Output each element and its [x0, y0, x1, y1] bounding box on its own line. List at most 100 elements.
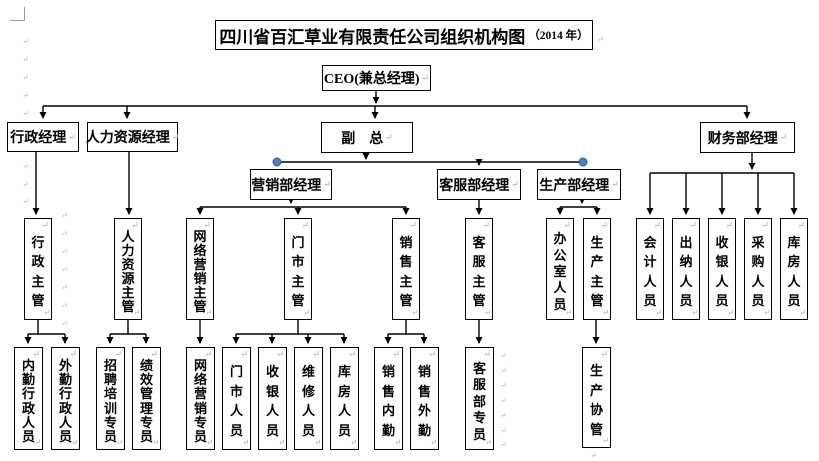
connector-vp-branch [273, 152, 587, 166]
org-node-finance-manager[interactable]: 财务部经理↵ [700, 122, 795, 153]
paragraph-mark-icon: ↵ [511, 179, 519, 189]
paragraph-mark-icon: ↵ [242, 438, 249, 447]
org-node-label: 门市人员 [229, 363, 243, 439]
paragraph-mark-icon: ↵ [385, 132, 393, 142]
paragraph-mark-icon: ↵ [22, 37, 29, 46]
paragraph-mark-icon: ↵ [563, 220, 571, 230]
org-node-cashier-staff[interactable]: ↵出纳人员↵ [672, 218, 700, 320]
paragraph-mark-icon: ↵ [483, 349, 491, 359]
org-node-label: 生产部经理 [539, 178, 610, 194]
connector-finance-branch [646, 153, 798, 215]
org-node-store-supervisor[interactable]: ↵门市主管↵ [284, 218, 312, 320]
org-node-performance-specialist[interactable]: ↵绩效管理专员↵ [132, 347, 161, 450]
paragraph-mark-icon: ↵ [428, 349, 436, 359]
org-node-service-specialist[interactable]: ↵客服部专员↵ [465, 347, 494, 450]
org-node-field-admin-staff[interactable]: ↵外勤行政人员↵ [51, 347, 80, 450]
org-node-hr-manager[interactable]: 人力资源经理↵ [86, 122, 179, 152]
paragraph-mark-icon: ↵ [206, 438, 213, 447]
paragraph-mark-icon: ↵ [301, 220, 309, 230]
paragraph-mark-icon: ↵ [314, 438, 321, 447]
org-node-accounting-staff[interactable]: ↵会计人员↵ [636, 218, 664, 320]
paragraph-mark-icon: ↵ [799, 308, 806, 317]
org-node-vice-president[interactable]: 副 总↵ [321, 122, 413, 153]
connection-handle-dots [272, 157, 588, 167]
paragraph-mark-icon: ↵ [276, 349, 284, 359]
org-node-sales-field[interactable]: ↵销售外勤↵ [410, 347, 439, 450]
paragraph-mark-icon: ↵ [392, 349, 400, 359]
paragraph-mark-icon: ↵ [485, 438, 492, 447]
org-node-online-marketing-specialist[interactable]: ↵网络营销专员↵ [186, 347, 215, 450]
paragraph-mark-icon: ↵ [653, 220, 661, 230]
org-node-label: 采购人员 [751, 234, 765, 309]
paragraph-mark-icon: ↵ [600, 220, 608, 230]
org-node-repair-staff[interactable]: ↵维修人员↵ [294, 347, 323, 450]
paragraph-mark-icon: ↵ [22, 109, 29, 118]
connector-ceo-branch [39, 90, 751, 119]
org-node-label: 网络营销专员 [193, 358, 207, 444]
paragraph-mark-icon: ↵ [303, 308, 310, 317]
paragraph-mark-icon: ↵ [204, 349, 212, 359]
org-node-purchasing-staff[interactable]: ↵采购人员↵ [744, 218, 772, 320]
paragraph-mark-icon: ↵ [22, 197, 29, 206]
paragraph-mark-icon: ↵ [500, 440, 507, 449]
org-node-office-staff[interactable]: ↵办公室人员↵ [546, 218, 574, 320]
org-node-sales-supervisor[interactable]: ↵销售主管↵ [392, 218, 420, 320]
paragraph-mark-icon: ↵ [797, 220, 805, 230]
org-node-recruit-training-specialist[interactable]: ↵招聘培训专员↵ [96, 347, 125, 450]
org-node-label: 门市主管 [291, 234, 305, 309]
paragraph-mark-icon: ↵ [61, 247, 68, 256]
chart-title-year: （2014 年） [528, 30, 589, 42]
paragraph-mark-icon: ↵ [61, 283, 68, 292]
paragraph-mark-icon: ↵ [61, 319, 68, 328]
org-node-label: 行政经理 [10, 131, 67, 146]
paragraph-mark-icon: ↵ [500, 426, 507, 435]
org-node-store-staff[interactable]: ↵门市人员↵ [222, 347, 251, 450]
org-node-label: 销售内勤 [381, 363, 395, 439]
connection-handle-dot [272, 157, 282, 167]
paragraph-mark-icon: ↵ [61, 229, 68, 238]
paragraph-mark-icon: ↵ [61, 301, 68, 310]
page-boundary-corner-icon [10, 20, 25, 21]
org-node-warehouse-staff[interactable]: ↵库房人员↵ [780, 218, 808, 320]
paragraph-mark-icon: ↵ [484, 308, 491, 317]
org-node-online-marketing-supervisor[interactable]: ↵网络营销主管↵ [186, 218, 214, 320]
org-node-internal-admin-staff[interactable]: ↵内勤行政人员↵ [14, 347, 43, 450]
paragraph-mark-icon: ↵ [394, 438, 401, 447]
org-node-label: 生产协管 [589, 363, 603, 437]
paragraph-mark-icon: ↵ [43, 308, 50, 317]
org-node-label: 副 总 [341, 131, 384, 147]
org-node-teller-staff[interactable]: ↵收银人员↵ [708, 218, 736, 320]
org-node-store-warehouse-staff[interactable]: ↵库房人员↵ [330, 347, 359, 450]
org-node-label: 销售外勤 [417, 363, 431, 439]
org-node-admin-supervisor[interactable]: ↵行政主管↵ [24, 218, 52, 320]
org-node-label: 招聘培训专员 [103, 358, 117, 444]
org-node-store-cashier-staff[interactable]: ↵收银人员↵ [258, 347, 287, 450]
org-node-label: 内勤行政人员 [21, 358, 35, 444]
org-node-label: 网络营销主管 [193, 229, 207, 314]
org-node-production-manager[interactable]: 生产部经理↵ [537, 169, 621, 200]
paragraph-mark-icon: ↵ [22, 55, 29, 64]
org-node-service-supervisor[interactable]: ↵客服主管↵ [465, 218, 493, 320]
org-node-hr-supervisor[interactable]: ↵人力资源主管↵ [114, 218, 142, 320]
org-node-sales-internal[interactable]: ↵销售内勤↵ [374, 347, 403, 450]
paragraph-mark-icon: ↵ [500, 366, 507, 375]
connector-production-branch [556, 197, 601, 344]
org-node-admin-manager[interactable]: 行政经理↵ [7, 122, 79, 152]
org-node-label: 销售主管 [399, 234, 413, 309]
org-node-production-supervisor[interactable]: ↵生产主管↵ [583, 218, 611, 320]
org-node-marketing-manager[interactable]: 营销部经理↵ [250, 169, 332, 200]
paragraph-mark-icon: ↵ [602, 308, 609, 317]
paragraph-mark-icon: ↵ [430, 438, 437, 447]
paragraph-mark-icon: ↵ [500, 396, 507, 405]
org-node-production-assistant[interactable]: ↵生产协管↵ [582, 347, 611, 448]
paragraph-mark-icon: ↵ [278, 438, 285, 447]
paragraph-mark-icon: ↵ [565, 308, 572, 317]
paragraph-mark-icon: ↵ [61, 211, 68, 220]
org-node-service-manager[interactable]: 客服部经理↵ [437, 169, 521, 200]
org-node-ceo[interactable]: CEO(兼总经理)↵ [322, 65, 431, 91]
paragraph-mark-icon: ↵ [348, 349, 356, 359]
chart-title-box[interactable]: 四川省百汇草业有限责任公司组织机构图（2014 年） [215, 20, 593, 50]
paragraph-mark-icon: ↵ [725, 220, 733, 230]
